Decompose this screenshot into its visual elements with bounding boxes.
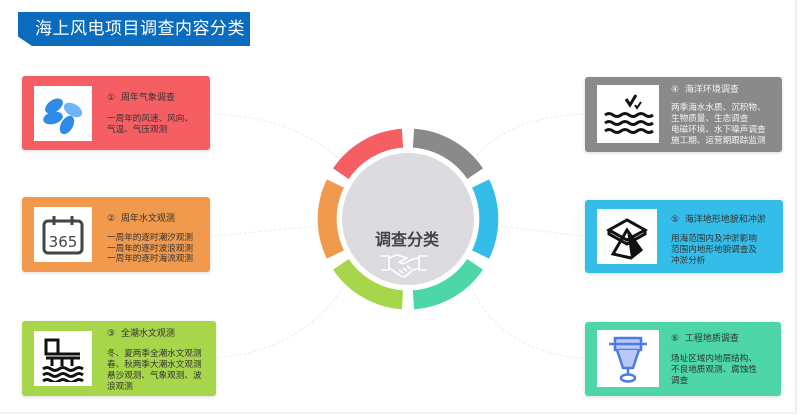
center-label: 调查分类	[374, 230, 439, 249]
card-description: 两季海水水质、沉积物、生物质量、生态调查电磁环境、水下噪声调查施工期、运营期跟踪…	[671, 103, 766, 146]
card-description: 冬、夏两季全潮水文观测春、秋两季大潮水文观测悬沙观测、气象观测、波浪观测	[107, 349, 202, 392]
card-title: ⑤ 海洋地形地貌和冲淤	[671, 215, 766, 225]
card-engineering-geology[interactable]: ⑥ 工程地质调查 场址区域内地层结构、不良地质观测、腐蚀性调查	[585, 322, 781, 396]
card-marine-environment[interactable]: ④ 海洋环境调查 两季海水水质、沉积物、生物质量、生态调查电磁环境、水下噪声调查…	[585, 77, 782, 152]
donut-segment-weather	[333, 128, 404, 180]
card-weather-survey[interactable]: ① 周年气象调查 一周年的风速、风向、气温、气压观测	[22, 76, 210, 150]
page-title: 海上风电项目调查内容分类	[18, 12, 250, 46]
donut-segment-environment	[412, 128, 483, 180]
card-description: 场址区域内地层结构、不良地质观测、腐蚀性调查	[671, 354, 757, 386]
pier-waves-icon	[42, 338, 84, 382]
svg-text:365: 365	[49, 233, 78, 251]
handshake-icon	[381, 254, 427, 278]
donut-segment-hydrology	[317, 179, 345, 259]
wind-turbine-icon	[43, 97, 83, 134]
terrain-pyramid-icon	[605, 217, 649, 260]
card-title: ② 周年水文观测	[107, 214, 175, 224]
card-description: 一周年的风速、风向、气温、气压观测	[107, 114, 193, 135]
card-hydrology-annual[interactable]: 365 ② 周年水文观测 一周年的逐时潮汐观测一周年的逐时波浪观测一周年的逐时海…	[22, 197, 210, 272]
icon-box	[597, 85, 659, 143]
donut-segment-tidal	[333, 258, 404, 310]
icon-box	[34, 331, 92, 386]
calendar-365-icon: 365	[42, 215, 84, 254]
icon-box	[597, 209, 657, 264]
icon-box	[34, 86, 92, 141]
drill-funnel-icon	[609, 336, 647, 383]
card-description: 用海范围内及冲淤影响范围内地形地貌调查及冲淤分析	[671, 234, 757, 266]
icon-box: 365	[34, 207, 92, 262]
donut-center	[342, 153, 474, 285]
category-donut	[317, 128, 499, 310]
card-title: ① 周年气象调查	[107, 93, 175, 103]
donut-segment-terrain	[471, 179, 499, 259]
icon-box	[597, 330, 659, 387]
card-title: ④ 海洋环境调查	[671, 85, 739, 95]
seagulls-waves-icon	[604, 94, 654, 134]
card-title: ⑥ 工程地质调查	[671, 334, 739, 344]
card-title: ③ 全潮水文观测	[107, 329, 175, 339]
donut-segment-geology	[412, 258, 483, 310]
card-description: 一周年的逐时潮汐观测一周年的逐时波浪观测一周年的逐时海流观测	[107, 233, 193, 264]
card-tidal-hydrology[interactable]: ③ 全潮水文观测 冬、夏两季全潮水文观测春、秋两季大潮水文观测悬沙观测、气象观测…	[22, 321, 216, 396]
card-seabed-terrain[interactable]: ⑤ 海洋地形地貌和冲淤 用海范围内及冲淤影响范围内地形地貌调查及冲淤分析	[585, 200, 783, 273]
